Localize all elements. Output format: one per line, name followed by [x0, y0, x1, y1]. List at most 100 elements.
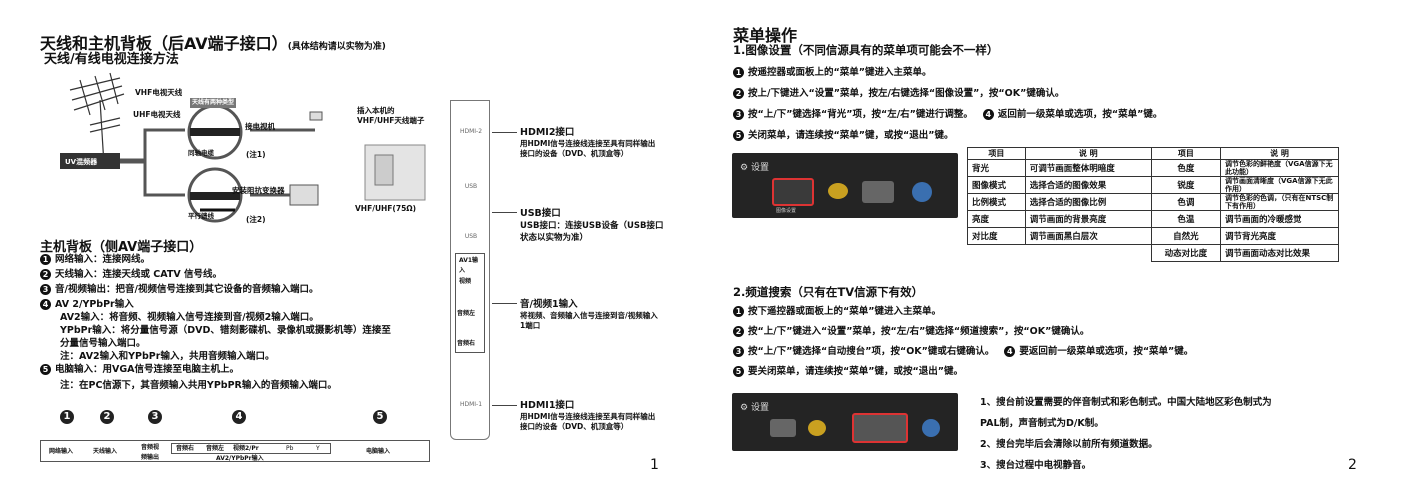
marker-3: 3 [148, 410, 162, 424]
page-title: 天线和主机背板（后AV端子接口）(具体结构请以实物为准) [40, 34, 386, 53]
label-note2: (注2) [246, 215, 266, 224]
label-band: 天线有两种类型 [190, 98, 237, 108]
page-number: 2 [1348, 457, 1357, 473]
globe-icon [912, 182, 932, 202]
rear-panel-title: 主机背板（侧AV端子接口） [40, 240, 203, 255]
panel-label: 网络输入 [49, 448, 74, 455]
list-item: 注：AV2输入和YPbPr输入，共用音频输入端口。 [60, 351, 275, 362]
section2-title: 2.频道搜索（只有在TV信源下有效） [733, 285, 924, 299]
port-label: 视频 [459, 278, 472, 285]
note-line: 2、搜台完毕后会清除以前所有频道数据。 [980, 439, 1158, 450]
panel-label: 音频右 [176, 445, 195, 452]
picture-settings-icon [772, 178, 814, 206]
port-label: USB [464, 233, 478, 240]
port-label: HDMI-1 [459, 401, 483, 408]
menu-title: 菜单操作 [733, 26, 798, 45]
marker-4: 4 [232, 410, 246, 424]
sound-icon [828, 183, 848, 199]
note-line: 3、搜台过程中电视静音。 [980, 460, 1092, 471]
menu-settings-title: ⚙ 设置 [740, 403, 769, 413]
globe-icon [922, 419, 940, 437]
panel-caption: AV2/YPbPr输入 [216, 455, 264, 462]
port-label: HDMI-2 [459, 128, 483, 135]
list-item: 分量信号输入端口。 [60, 338, 146, 349]
menu-settings-title: ⚙ 设置 [740, 163, 769, 173]
menu-screenshot-channel: ⚙ 设置 [732, 393, 958, 451]
table-row: 比例模式选择合适的图像比例色调调节色彩的色调，（只有在NTSC制下有作用） [967, 193, 1339, 211]
table-row: 动态对比度调节画面动态对比效果 [968, 244, 1339, 262]
table-row: 背光可调节画面整体明暗度色度调节色彩的鲜艳度（VGA信源下无此功能） [967, 159, 1339, 177]
panel-label: Y [316, 445, 320, 452]
list-item: 注：在PC信源下，其音频输入共用YPbPR输入的音频输入端口。 [60, 380, 337, 391]
panel-label: 音频左 [206, 445, 225, 452]
port-label: USB [464, 183, 478, 190]
picture-icon [770, 419, 796, 437]
table-header: 项目 [1150, 147, 1222, 160]
table-header: 说 明 [1024, 147, 1152, 160]
label-vhf: VHF电视天线 [135, 88, 183, 97]
port-label: AV1输入 [459, 257, 479, 274]
table-row: 对比度调节画面黑白层次自然光调节背光亮度 [967, 227, 1339, 245]
table-header: 项目 [967, 147, 1026, 160]
antenna-subtitle: 天线/有线电视连接方法 [44, 52, 179, 67]
label-mixer: UV混频器 [65, 158, 98, 166]
panel-label: 视频2/Pr [233, 445, 259, 452]
picture-settings-table: 项目 说 明 项目 说 明 背光可调节画面整体明暗度色度调节色彩的鲜艳度（VGA… [967, 147, 1339, 262]
panel-label: Pb [286, 445, 294, 452]
mixer-box [60, 153, 120, 169]
channel-search-icon [852, 413, 908, 443]
panel-label: 电脑输入 [366, 448, 391, 455]
label-pair: 平行馈线 [188, 212, 214, 220]
list-item: YPbPr输入：将分量信号源（DVD、错刻影碟机、录像机或摄影机等）连接至 [60, 325, 391, 336]
callout-av1: 音/视频1输入 将视频、音频输入信号连接到音/视频输入1端口 [520, 299, 658, 330]
page-number: 1 [650, 457, 659, 473]
label-vhfuhf: VHF/UHF(75Ω) [355, 204, 417, 213]
picture-settings-label: 图像设置 [776, 208, 797, 214]
list-item: AV2输入：将音频、视频输入信号连接到音/视频2输入端口。 [60, 312, 319, 323]
antenna-diagram: VHF电视天线 UHF电视天线 天线有两种类型 UV混频器 同轴电缆 平行馈线 … [60, 70, 430, 230]
callout-hdmi2: HDMI2接口 用HDMI信号连接线连接至具有同样输出接口的设备（DVD、机顶盒… [520, 127, 656, 158]
note-line: 1、搜台前设置需要的伴音制式和彩色制式。中国大陆地区彩色制式为 [980, 397, 1272, 408]
label-coax: 同轴电缆 [188, 149, 214, 157]
panel-label: 天线输入 [93, 448, 118, 455]
panel-label: 音频视频输出 [141, 444, 160, 461]
marker-1: 1 [60, 410, 74, 424]
table-header: 说 明 [1220, 147, 1339, 160]
callout-hdmi1: HDMI1接口 用HDMI信号连接线连接至具有同样输出接口的设备（DVD、机顶盒… [520, 400, 656, 431]
antenna-illustration [60, 72, 426, 223]
label-note1: (注1) [246, 150, 266, 159]
label-plugin: 插入本机的VHF/UHF天线端子 [357, 106, 425, 125]
label-balun: 安装阻抗变换器 [232, 186, 285, 195]
sound-icon [808, 420, 826, 436]
label-uhf: UHF电视天线 [133, 110, 181, 119]
port-label: 音频左 [457, 310, 476, 317]
table-row: 亮度调节画面的背景亮度色温调节画面的冷暖感觉 [967, 210, 1339, 228]
channel-notes: 1、搜台前设置需要的伴音制式和彩色制式。中国大陆地区彩色制式为 PAL制，声音制… [980, 392, 1272, 476]
table-row: 图像模式选择合适的图像效果锐度调节画面清晰度（VGA信源下无此作用） [967, 176, 1339, 194]
side-panel: HDMI-2 USB USB AV1输入 视频 音频左 音频右 HDMI-1 [450, 100, 490, 440]
note-line: PAL制，声音制式为D/K制。 [980, 418, 1104, 429]
menu-screenshot-picture: ⚙ 设置 图像设置 [732, 153, 958, 218]
port-label: 音频右 [457, 340, 476, 347]
label-connect-tv: 接电视机 [245, 122, 275, 131]
callout-usb: USB接口 USB接口：连接USB设备（USB接口状态以实物为准） [520, 208, 664, 243]
marker-5: 5 [373, 410, 387, 424]
channel-icon [862, 181, 894, 203]
marker-2: 2 [100, 410, 114, 424]
